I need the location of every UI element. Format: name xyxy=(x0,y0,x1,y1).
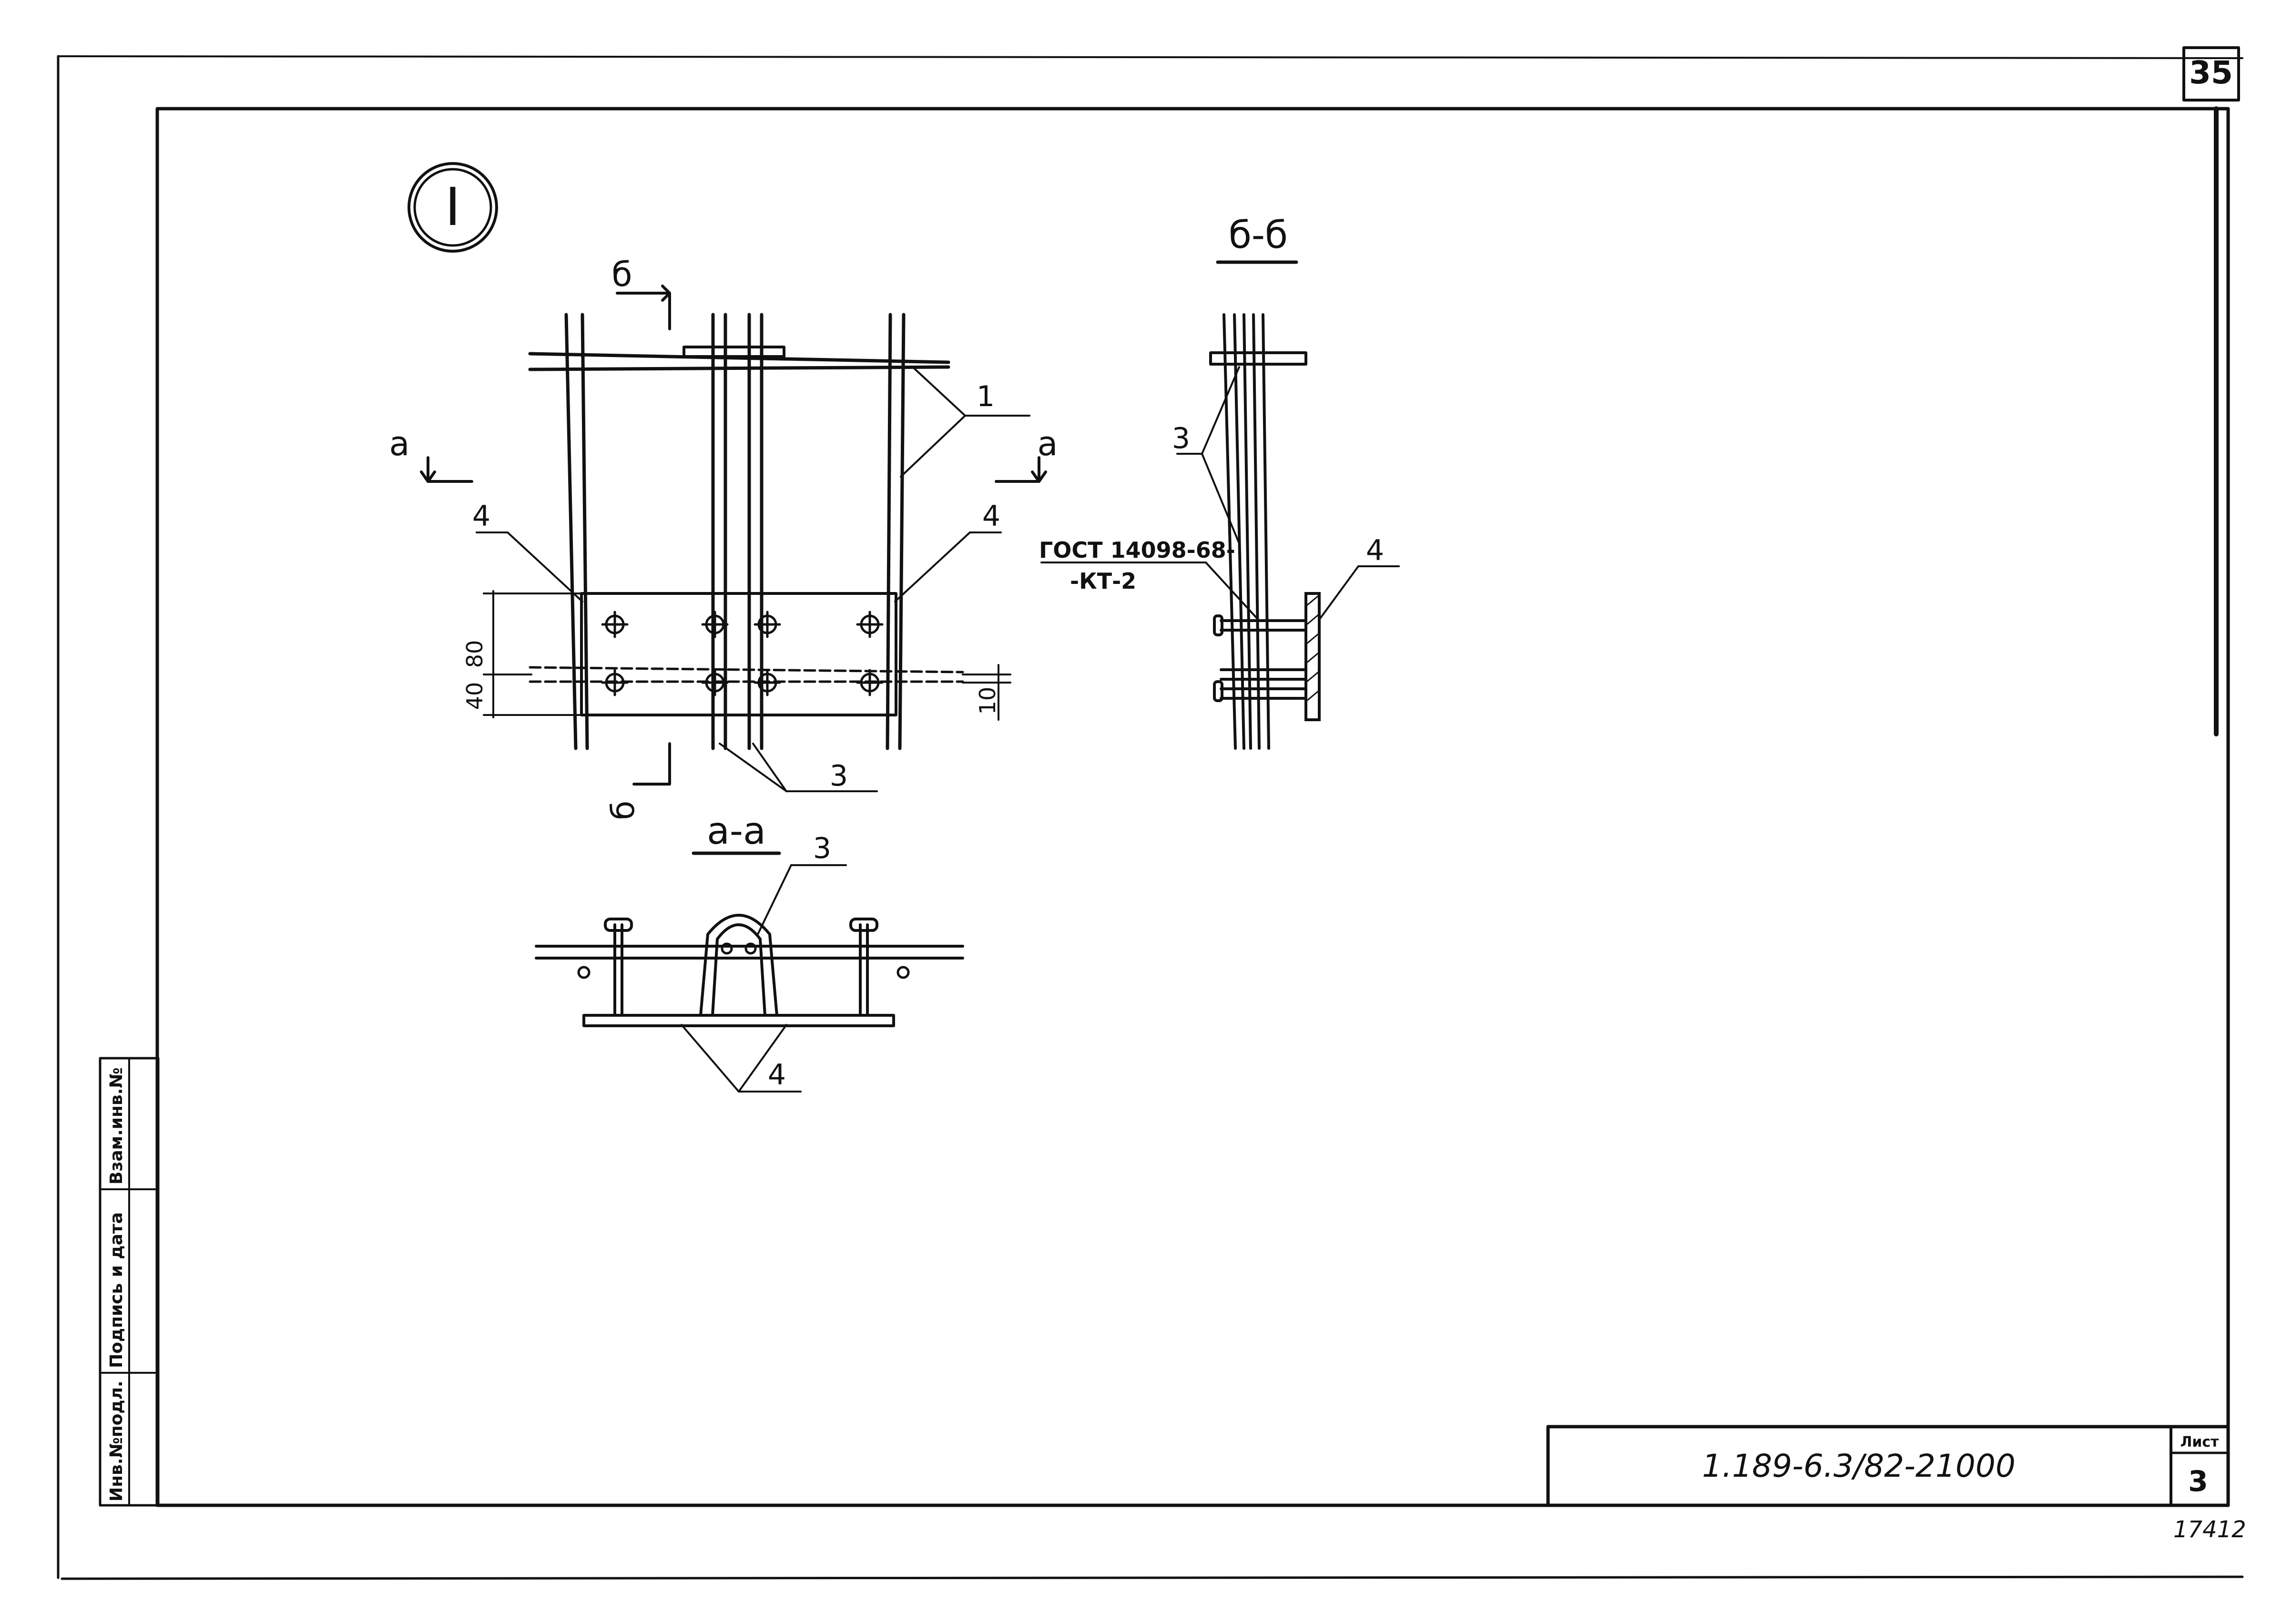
document-designation: 1.189-6.3/82-21000 xyxy=(1702,1448,2016,1484)
section-marks xyxy=(420,285,1047,786)
embedded-plate xyxy=(1304,592,1321,721)
section-a-left-label: а xyxy=(389,424,410,463)
pos-3-aa-label: 3 xyxy=(813,832,831,865)
pos-3-main-label: 3 xyxy=(830,759,848,793)
stamp-inv-podl: Инв.№подл. xyxy=(107,1381,126,1502)
sheet-frame xyxy=(57,55,2244,1580)
node-marker-label: I xyxy=(445,176,460,237)
gost-line-1: ГОСТ 14098-68- xyxy=(1039,537,1235,563)
pos-4-bb-label: 4 xyxy=(1366,534,1384,567)
list-number: 3 xyxy=(2188,1465,2208,1498)
node-marker: I xyxy=(407,162,498,253)
gost-line-2: -КТ-2 xyxy=(1070,568,1136,594)
dim-10: 10 xyxy=(975,687,1000,715)
section-b-top-label: б xyxy=(611,255,632,294)
handwritten-note: 17412 xyxy=(2173,1516,2246,1543)
pos-1-label: 1 xyxy=(977,380,995,413)
section-b-b: б-б 3 ГОСТ 14098-68- -КТ-2 xyxy=(1039,214,1400,750)
side-stamp: Инв.№подл. Подпись и дата Взам.инв.№ xyxy=(99,1057,160,1507)
section-b-b-title: б-б xyxy=(1229,214,1288,257)
title-block: 1.189-6.3/82-21000 Лист 3 xyxy=(1546,1425,2230,1507)
pos-4-aa-label: 4 xyxy=(768,1058,786,1092)
section-a-a-title: а-а xyxy=(707,810,766,853)
stamp-vzam-inv: Взам.инв.№ xyxy=(107,1067,126,1185)
leader-lines xyxy=(476,366,1030,792)
section-a-right-label: а xyxy=(1038,424,1058,463)
dimension-lines xyxy=(483,590,1011,721)
section-b-bottom-label: б xyxy=(605,801,642,820)
plan-view: 80 40 10 б б а а 1 xyxy=(389,255,1058,820)
stud-marks xyxy=(601,611,884,696)
page-number-box: 35 xyxy=(2182,46,2240,102)
pos-3-bb-label: 3 xyxy=(1172,422,1190,455)
page-number: 35 xyxy=(2189,54,2233,91)
pos-4-left-label: 4 xyxy=(472,500,490,533)
dim-80: 80 xyxy=(462,640,488,668)
section-a-a: а-а 3 4 xyxy=(535,810,964,1093)
pos-4-right-label: 4 xyxy=(982,500,1000,533)
dim-40: 40 xyxy=(462,682,488,710)
list-label: Лист xyxy=(2180,1434,2219,1450)
stamp-podpis-data: Подпись и дата xyxy=(107,1212,126,1368)
